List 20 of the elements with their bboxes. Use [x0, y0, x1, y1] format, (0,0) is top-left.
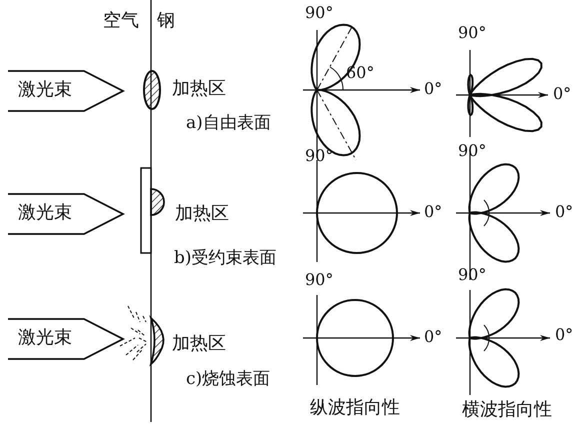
angle-label: 90°	[305, 5, 334, 21]
axis-title: 纵波指向性	[310, 399, 400, 417]
zone-label: 加热区	[172, 80, 226, 98]
medium-label: 空气	[103, 12, 139, 30]
angle-label: 0°	[424, 329, 442, 345]
angle-label: 0°	[424, 81, 442, 97]
caption-label: a)自由表面	[186, 115, 271, 132]
angle-label: 0°	[553, 86, 572, 102]
angle-label: 0°	[555, 204, 573, 220]
angle-label: 90°	[458, 143, 486, 159]
angle-label: 0°	[424, 204, 442, 220]
angle-label: 0°	[555, 327, 573, 343]
angle-label: 90°	[458, 25, 486, 41]
zone-label: 加热区	[172, 335, 226, 353]
medium-label: 钢	[157, 12, 175, 30]
caption-label: c)烧蚀表面	[186, 371, 270, 388]
angle-label: 90°	[305, 272, 334, 288]
axis-title: 横波指向性	[462, 401, 552, 419]
zone-label: 加热区	[175, 205, 229, 223]
caption-label: b)受约束表面	[174, 250, 277, 267]
